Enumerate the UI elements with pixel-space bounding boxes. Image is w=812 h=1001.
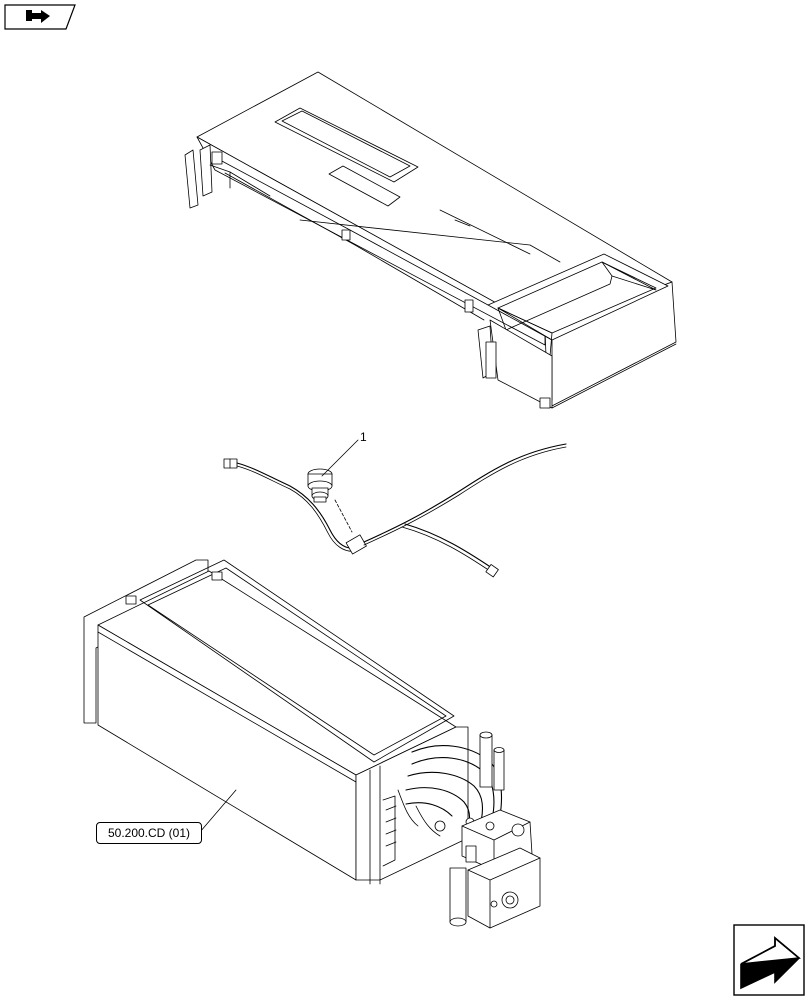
reference-link-50-200-cd[interactable]: 50.200.CD (01) [96, 822, 202, 844]
evaporator-assembly [83, 559, 541, 929]
callout-1-label: 1 [360, 430, 367, 444]
next-page-arrow-icon[interactable] [733, 924, 805, 1001]
navigation-arrow-icon[interactable] [4, 4, 76, 35]
upper-housing [184, 71, 677, 409]
wiring-harness [223, 439, 567, 578]
pressure-switch [307, 468, 333, 503]
